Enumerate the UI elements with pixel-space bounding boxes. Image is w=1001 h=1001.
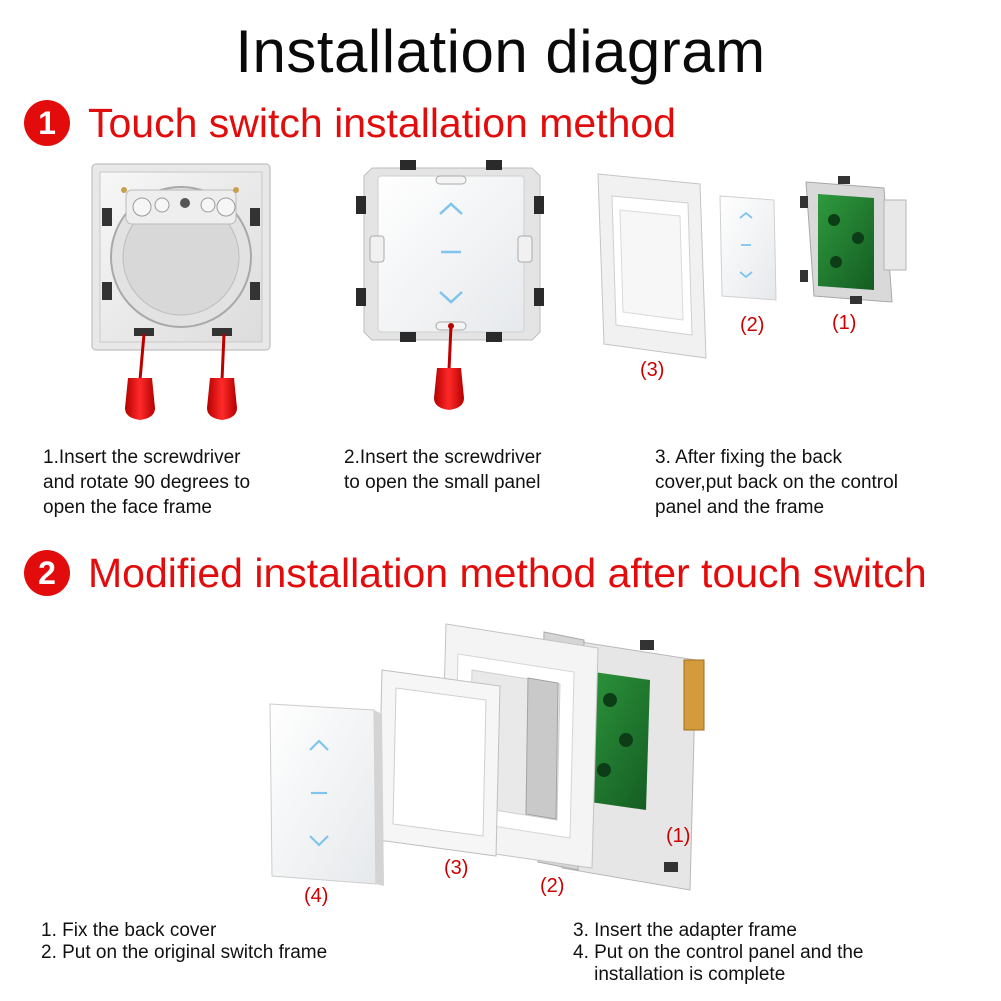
fig-frame-3 bbox=[597, 173, 707, 359]
screwdriver-icon bbox=[125, 333, 155, 420]
step-caption-2: 2.Insert the screwdriver to open the sma… bbox=[344, 447, 542, 493]
arrow-up-icon bbox=[309, 739, 329, 751]
page-title: Installation diagram bbox=[235, 18, 766, 85]
section-1-title: Touch switch installation method bbox=[88, 100, 676, 146]
step-number-badge-2: 2 bbox=[24, 550, 70, 596]
step-caption-3: 3. After fixing the back cover,put back … bbox=[655, 447, 898, 518]
fig-control-panel bbox=[269, 703, 384, 886]
fig-open-face-frame bbox=[91, 163, 271, 351]
arrow-down-icon bbox=[309, 835, 329, 847]
steps-right-caption: 3. Insert the adapter frame 4. Put on th… bbox=[573, 920, 864, 985]
fig-module-1 bbox=[800, 176, 907, 304]
step-number-badge-1: 1 bbox=[24, 100, 70, 146]
step-caption-1: 1.Insert the screwdriver and rotate 90 d… bbox=[43, 447, 251, 518]
part-label-1: (1) bbox=[832, 312, 857, 334]
part-label-2b: (2) bbox=[540, 875, 565, 897]
section-2-title: Modified installation method after touch… bbox=[88, 550, 927, 596]
fig-panel-2 bbox=[719, 195, 777, 301]
part-label-4b: (4) bbox=[304, 885, 329, 907]
part-label-3: (3) bbox=[640, 359, 665, 381]
arrow-down-icon bbox=[439, 291, 463, 304]
section-2-heading: 2 Modified installation method after touc… bbox=[24, 548, 927, 598]
arrow-up-icon bbox=[439, 202, 463, 215]
steps-left-caption: 1. Fix the back cover 2. Put on the orig… bbox=[41, 920, 328, 963]
screwdriver-icon bbox=[434, 323, 464, 410]
part-label-3b: (3) bbox=[444, 857, 469, 879]
section-1-heading: 1 Touch switch installation method bbox=[24, 98, 676, 148]
part-label-1b: (1) bbox=[666, 825, 691, 847]
screwdriver-icon bbox=[207, 333, 237, 420]
fig-adapter-frame bbox=[377, 669, 501, 857]
part-label-2: (2) bbox=[740, 314, 765, 336]
fig-small-panel bbox=[356, 160, 544, 342]
